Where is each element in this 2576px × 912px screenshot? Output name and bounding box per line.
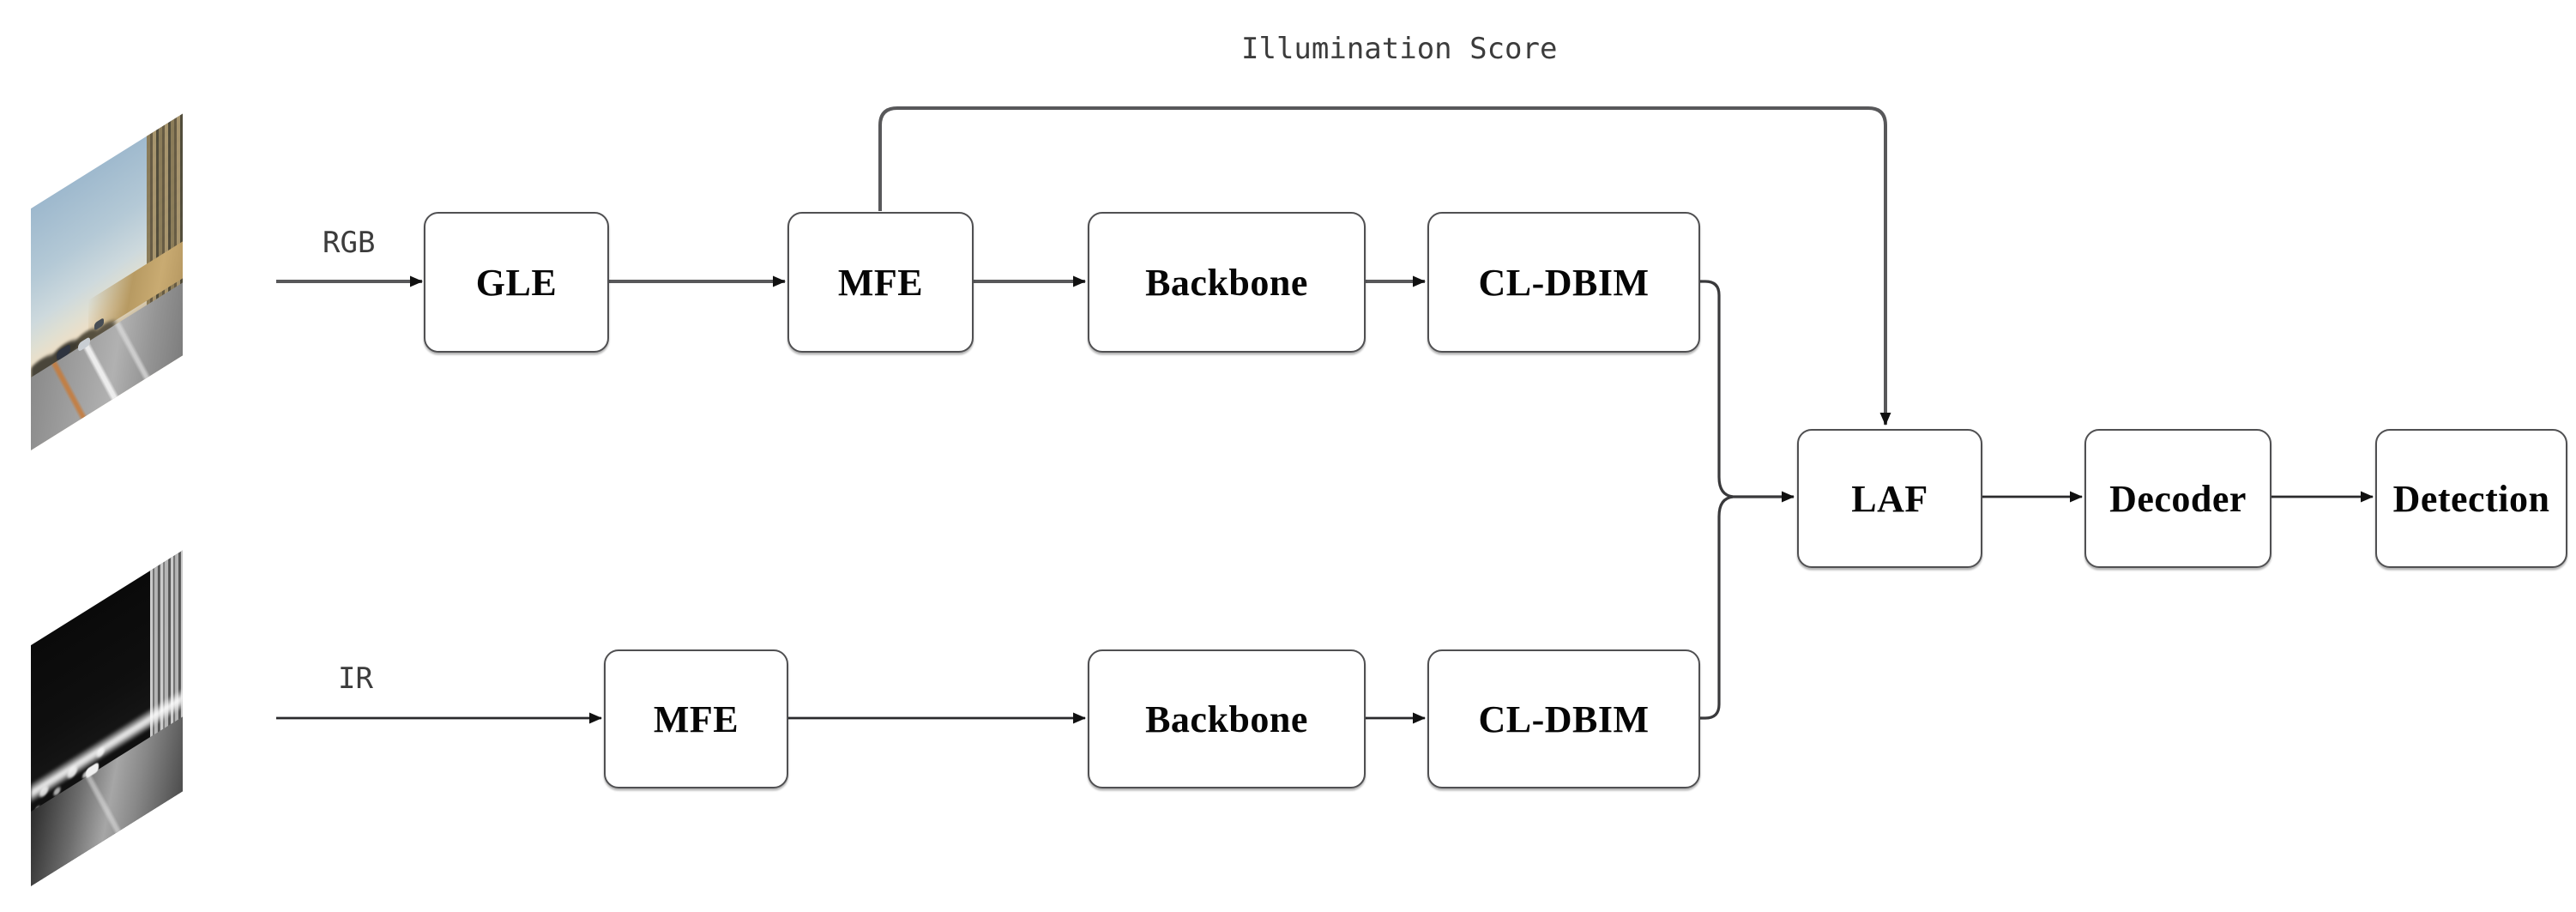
node-decoder: Decoder [2084,429,2271,568]
node-laf: LAF [1797,429,1982,568]
node-detection: Detection [2375,429,2567,568]
edge-cldbim-rgb-to-merge [1699,280,1734,498]
node-gle: GLE [424,212,609,353]
edge-cldbim-ir-to-merge [1699,495,1734,720]
node-cldbim-rgb: CL-DBIM [1427,212,1700,353]
node-backbone-rgb: Backbone [1088,212,1366,353]
illumination-score-label: Illumination Score [1241,32,1558,66]
rgb-stream-label: RGB [323,226,376,260]
node-mfe-rgb: MFE [787,212,974,353]
ir-stream-label: IR [338,661,373,696]
node-mfe-ir: MFE [604,649,788,788]
node-backbone-ir: Backbone [1088,649,1366,788]
edge-illumination-score [878,106,1891,426]
node-cldbim-ir: CL-DBIM [1427,649,1700,788]
